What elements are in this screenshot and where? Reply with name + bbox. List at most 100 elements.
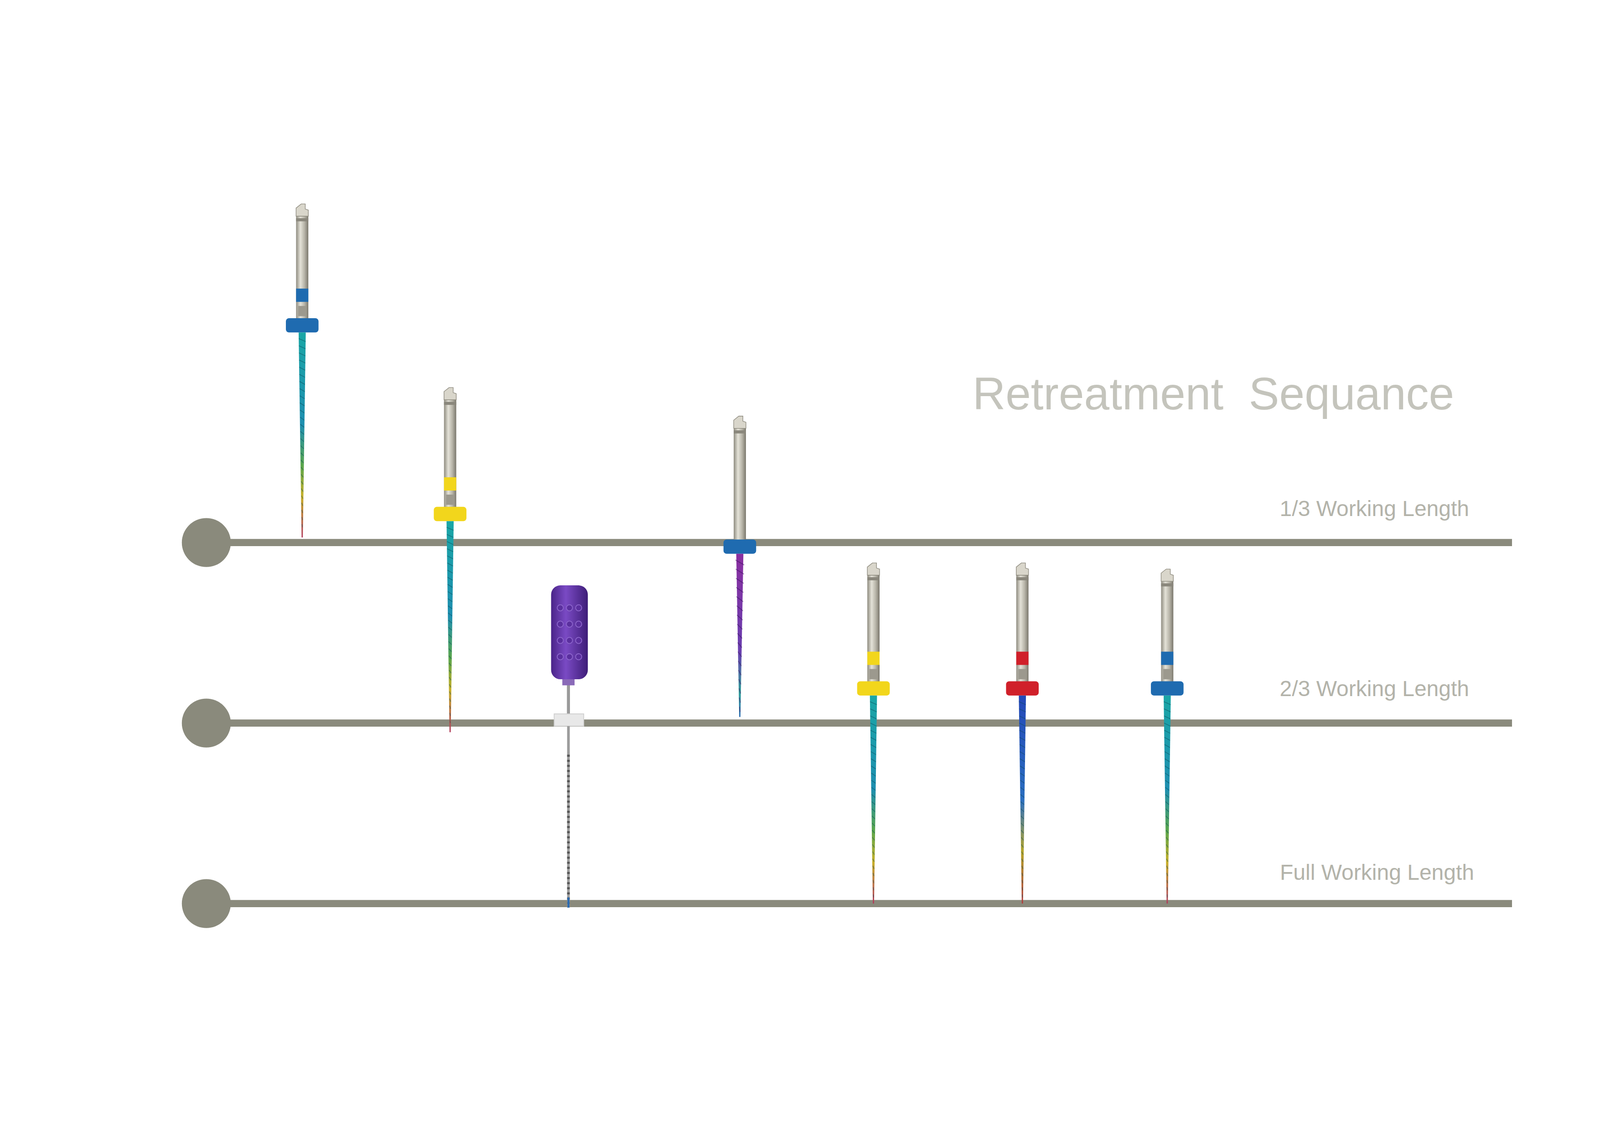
file-part <box>872 873 874 877</box>
file-part <box>449 684 451 688</box>
file-part <box>870 751 876 756</box>
file-part <box>869 695 878 904</box>
file-part <box>1020 823 1024 827</box>
file-part <box>300 460 304 464</box>
file-part <box>1020 801 1025 805</box>
file-part <box>736 596 744 602</box>
file-part <box>735 569 744 575</box>
file-part <box>872 859 875 863</box>
file-part <box>295 214 309 327</box>
file-part <box>433 507 467 522</box>
file-part <box>285 318 319 333</box>
file-part <box>444 397 457 515</box>
file-part <box>448 627 452 631</box>
file-part <box>723 539 757 554</box>
file-part <box>872 837 875 841</box>
file-part <box>1164 737 1171 741</box>
file-part <box>871 787 876 791</box>
file-part <box>871 773 876 777</box>
working-length-lines <box>181 517 1512 928</box>
file-part <box>1020 794 1025 798</box>
file-part <box>447 555 454 560</box>
file-part <box>449 719 451 724</box>
file-part <box>871 801 876 805</box>
rotary-file <box>1150 569 1184 904</box>
file-part <box>871 780 876 784</box>
file-part <box>872 844 875 848</box>
file-part <box>1165 794 1170 798</box>
file-part <box>1166 873 1168 877</box>
file-part <box>1020 808 1025 813</box>
file-part <box>300 445 304 450</box>
file-part <box>739 706 741 712</box>
file-part <box>1019 751 1025 756</box>
file-part <box>444 387 457 400</box>
file-part <box>447 563 454 567</box>
file-part <box>300 431 305 435</box>
file-part <box>870 737 877 741</box>
file-part <box>1163 669 1172 680</box>
file-part <box>446 548 454 553</box>
file-part <box>1016 573 1029 690</box>
file-part <box>873 880 875 884</box>
file-part <box>300 424 305 428</box>
file-part <box>1019 715 1026 720</box>
file-part <box>738 670 742 676</box>
file-part <box>1164 723 1171 727</box>
file-part <box>1019 730 1026 734</box>
file-part <box>448 613 453 617</box>
file-part <box>447 584 453 588</box>
diagram-title: Retreatment Sequance <box>972 367 1455 420</box>
file-part <box>447 605 452 610</box>
file-part <box>869 709 877 713</box>
file-part <box>300 417 305 421</box>
file-part <box>737 633 742 639</box>
file-part <box>1160 579 1174 690</box>
file-part <box>446 541 454 545</box>
file-part <box>1021 880 1023 884</box>
file-part <box>1165 823 1169 827</box>
file-part <box>1020 766 1025 770</box>
file-part <box>873 894 875 898</box>
file-part <box>449 698 451 702</box>
file-part <box>869 669 878 680</box>
file-part <box>301 517 303 521</box>
file-part <box>870 766 876 770</box>
file-part <box>1164 751 1170 756</box>
file-part <box>1021 865 1024 870</box>
file-part <box>1018 695 1026 904</box>
file-part <box>1020 758 1026 762</box>
length-label: Full Working Length <box>1279 859 1475 886</box>
file-part <box>447 577 453 581</box>
file-part <box>735 578 744 584</box>
file-part <box>301 488 304 492</box>
file-part <box>871 808 876 813</box>
file-part <box>1166 865 1168 870</box>
file-part <box>299 381 306 385</box>
file-part <box>1021 859 1024 863</box>
rotary-file <box>433 387 467 733</box>
file-part <box>1020 787 1025 791</box>
file-part <box>1165 830 1169 834</box>
file-part <box>737 624 743 630</box>
file-part <box>869 701 877 705</box>
file-part <box>857 681 891 696</box>
file-part <box>1021 844 1024 848</box>
file-part <box>300 403 305 407</box>
file-part <box>1019 744 1026 748</box>
file-part <box>1019 701 1026 705</box>
file-part <box>444 477 457 491</box>
file-part <box>867 652 880 666</box>
file-part <box>1165 787 1170 791</box>
rotary-file <box>285 203 319 538</box>
file-part <box>870 715 877 720</box>
file-part <box>301 502 303 507</box>
file-part <box>1166 880 1168 884</box>
file-part <box>738 679 741 685</box>
file-part <box>1164 709 1171 713</box>
length-label: 1/3 Working Length <box>1279 496 1470 522</box>
file-part <box>1016 577 1029 581</box>
file-part <box>295 203 309 217</box>
file-part <box>300 409 305 414</box>
